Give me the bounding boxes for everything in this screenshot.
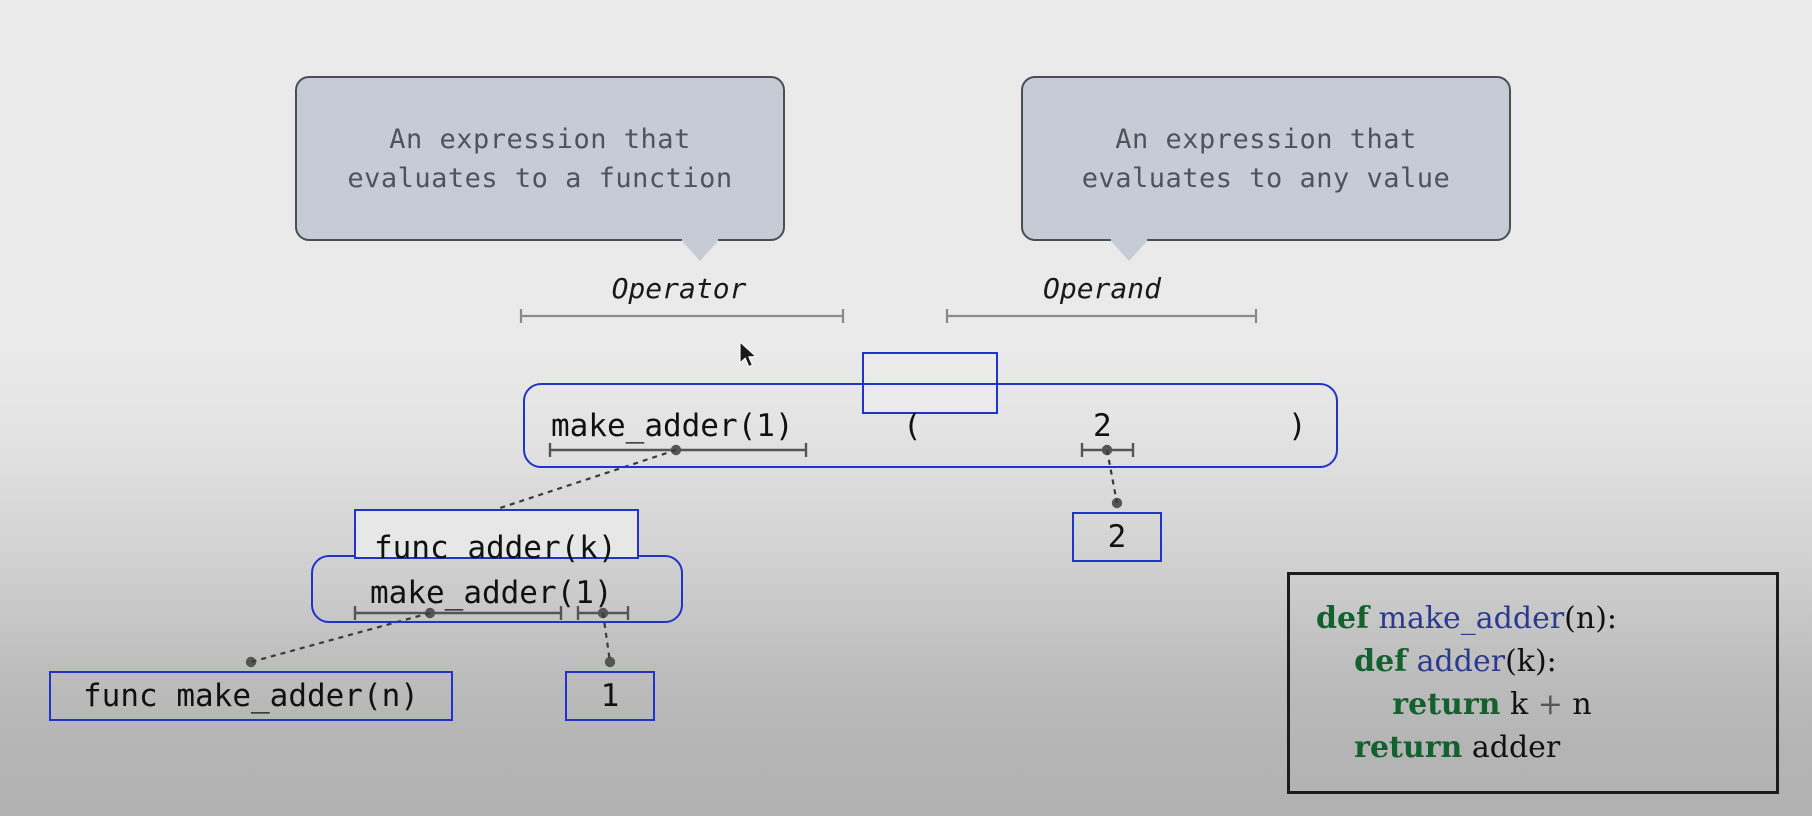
- operand-callout-line-0: An expression that: [1115, 123, 1417, 155]
- code-token-2-0: [1316, 687, 1392, 722]
- operand-callout-line-1: evaluates to any value: [1081, 162, 1451, 194]
- operand-label: Operand: [1042, 272, 1161, 305]
- operand-value-box[interactable]: 2: [1072, 512, 1162, 562]
- frame-expression-label: make_adder(1): [370, 575, 613, 611]
- code-token-1-0: [1316, 644, 1354, 679]
- code-token-3-1: return: [1354, 730, 1463, 765]
- make-adder-func-box-anchor-dot: [245, 656, 257, 668]
- code-token-1-3: adder: [1416, 644, 1506, 679]
- operator-label: Operator: [611, 272, 747, 305]
- code-token-1-2: [1407, 644, 1417, 679]
- code-token-0-1: [1369, 601, 1379, 636]
- operand-value-box-anchor-dot: [1111, 497, 1123, 509]
- main-expression-box[interactable]: [523, 383, 1338, 468]
- source-code-panel: def make_adder(n): def adder(k): return …: [1287, 572, 1779, 794]
- operator-callout-tail: [680, 239, 720, 261]
- code-token-2-3: +: [1537, 687, 1563, 722]
- operand-token: 2: [1093, 408, 1112, 444]
- frame-header-box[interactable]: [354, 509, 639, 559]
- close-paren-token: ): [1288, 408, 1307, 444]
- code-token-1-4: (k):: [1505, 644, 1557, 679]
- operator-callout-line-0: An expression that: [389, 123, 691, 155]
- code-line-2: return k + n: [1316, 683, 1750, 726]
- code-line-0: def make_adder(n):: [1316, 597, 1750, 640]
- func-adder-header-label: func adder(k): [374, 530, 617, 566]
- argument-value-box[interactable]: 1: [565, 671, 655, 721]
- code-token-0-2: make_adder: [1378, 601, 1565, 636]
- operator-callout: An expression that evaluates to a functio…: [295, 76, 785, 261]
- code-token-2-4: n: [1562, 687, 1592, 722]
- open-paren-token: (: [903, 408, 922, 444]
- operator-token: make_adder(1): [551, 408, 794, 444]
- code-token-3-0: [1316, 730, 1354, 765]
- code-token-3-2: adder: [1462, 730, 1561, 765]
- code-token-1-1: def: [1354, 644, 1408, 679]
- operand-callout-tail: [1109, 239, 1149, 261]
- code-token-0-3: (n):: [1564, 601, 1618, 636]
- code-line-1: def adder(k):: [1316, 640, 1750, 683]
- operand-callout: An expression that evaluates to any value: [1021, 76, 1511, 261]
- argument-value-box-anchor-dot: [604, 656, 616, 668]
- code-token-2-2: k: [1500, 687, 1538, 722]
- make-adder-func-box[interactable]: func make_adder(n): [49, 671, 453, 721]
- code-token-2-1: return: [1392, 687, 1501, 722]
- mouse-cursor-icon: [739, 341, 758, 368]
- code-token-0-0: def: [1316, 601, 1369, 636]
- code-line-3: return adder: [1316, 726, 1750, 769]
- operator-callout-line-1: evaluates to a function: [347, 162, 733, 194]
